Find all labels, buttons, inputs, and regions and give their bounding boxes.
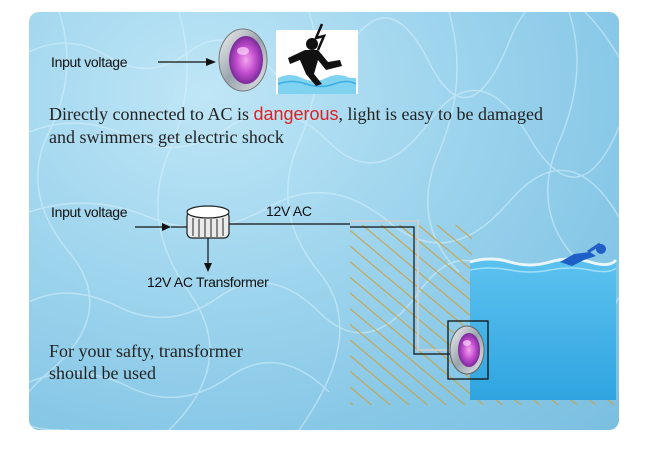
safety-note-line2: should be used: [49, 363, 156, 383]
danger-warning-line1: Directly connected to AC is dangerous, l…: [49, 103, 543, 125]
pool-light-top-icon: [218, 28, 268, 92]
dangerous-highlight: dangerous: [253, 104, 339, 124]
input-arrow: [135, 223, 171, 231]
warning-text-after: , light is easy to be damaged: [338, 104, 543, 124]
top-arrow: [158, 58, 216, 66]
danger-warning-line2: and swimmers get electric shock: [49, 127, 284, 147]
transformer-icon: [171, 205, 350, 239]
warning-text-before: Directly connected to AC is: [49, 104, 254, 124]
safety-note-line1: For your safty, transformer: [49, 341, 243, 361]
cable-to-light: [350, 220, 452, 355]
pool-light-bottom-icon: [447, 320, 489, 380]
input-voltage-label-bottom: Input voltage: [51, 204, 128, 220]
transformer-label-arrow: [204, 238, 212, 272]
swimmer-icon: [560, 242, 606, 266]
electric-shock-swimmer-icon: [276, 23, 358, 94]
transformer-label: 12V AC Transformer: [147, 274, 269, 290]
pool-water: [469, 257, 618, 400]
output-12v-ac-label: 12V AC: [266, 203, 312, 219]
input-voltage-label-top: Input voltage: [51, 54, 128, 70]
